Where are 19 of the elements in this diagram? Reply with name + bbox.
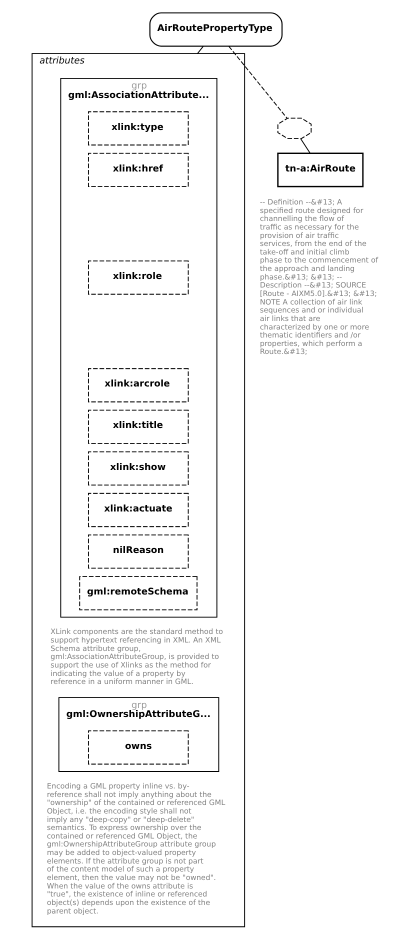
node-box [276,118,312,139]
node-box: xlink:arcrole [88,368,188,402]
node-box: xlink:type [88,111,188,146]
node-box: tn-a:AirRoute [276,152,364,188]
node-label: XLink components are the standard method to support hypertext referencing in XML. An XML Schema attribute group, gml:AssociationAttributeGroup, is provided to support the use of Xlinks as the method for indicating the value of a property by reference in a uniform manner in GML. [50,627,222,686]
connector [300,138,310,154]
node-box: xlink:title [88,410,188,444]
connector [228,46,288,119]
node-box: nilReason [88,534,188,569]
node-box: owns [88,730,188,765]
node-box: xlink:role [88,260,188,295]
node-box: AirRoutePropertyType [148,12,282,47]
node-box: xlink:actuate [88,492,188,528]
connector [196,46,204,54]
node-box: gml:remoteSchema [78,576,197,610]
node-label: -- Definition --&#13; A specified route designed for channelling the flow of traffic as necessary for the provision of air traffic services, from the end of the take-off and initial climb phase to the commencement of the approach and landing phase.&#13; &#13; -- Description --&#13; SOURCE [Route - AIXM5.0].&#13; &#13; NOTE A collection of air link sequences and or individual air links that are characterized by one or more thematic identifiers and /or properties, which perform a Route.&#13; [259,198,378,356]
node-label: Encoding a GML property inline vs. by-reference shall not imply anything about the "ownership" of the contained or referenced GML Object, i.e. the encoding style shall not imply any "deep-copy" or "deep-delete" semantics. To express ownership over the contained or referenced GML Object, the gml:OwnershipAttributeGroup attribute group may be added to object-valued property elements. If the attribute group is not part of the content model of such a property element, then the value may not be "owned". When the value of the owns attribute is "true", the existence of inline or referenced object(s) depends upon the existence of the parent object. [46,782,225,916]
node-box: xlink:href [88,152,188,188]
node-box: xlink:show [88,451,188,486]
